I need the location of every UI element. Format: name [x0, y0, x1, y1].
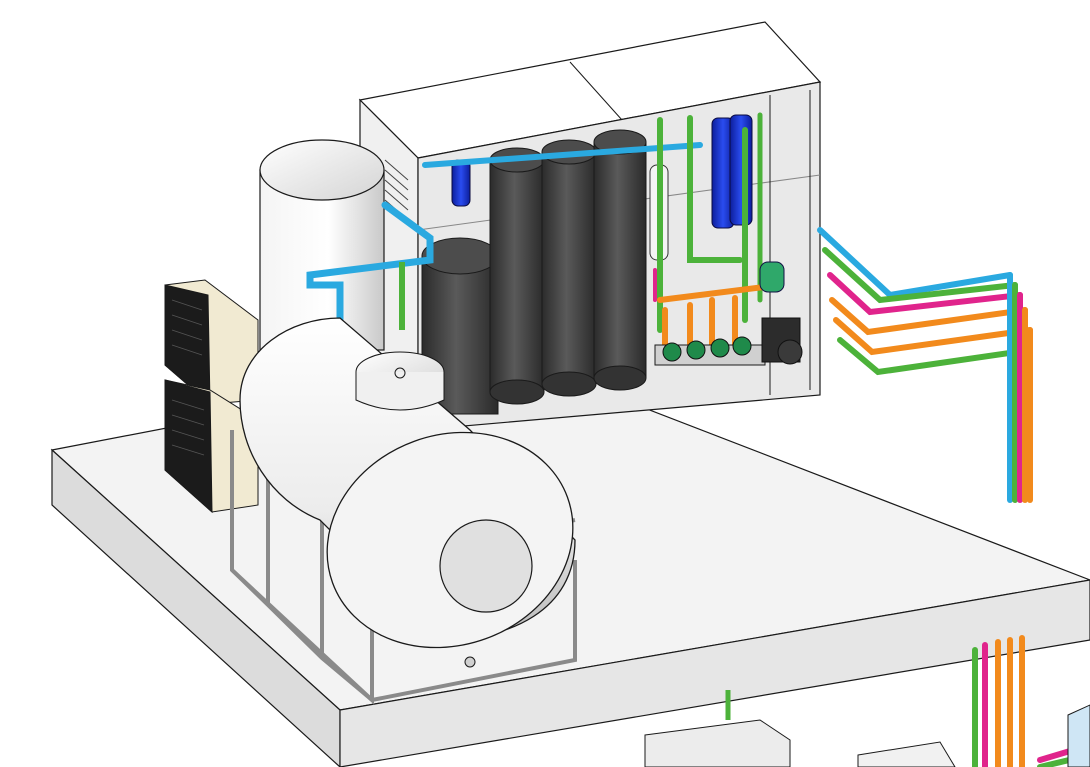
fan-grille-icon [171, 399, 205, 456]
fan-grille-icon [171, 299, 203, 356]
feed-pipe [306, 201, 434, 329]
horizontal-water-tank [239, 317, 576, 668]
booster-pump [761, 317, 803, 365]
circulation-pumps [654, 261, 803, 366]
lower-floor-equipment [644, 690, 1090, 767]
condensing-unit-lower [164, 379, 259, 514]
pump-icon [662, 336, 752, 362]
vessel-3 [593, 129, 647, 391]
outdoor-condensing-units [164, 279, 259, 514]
vessel-short [421, 237, 499, 415]
drain-valve-icon [464, 656, 476, 668]
condensing-unit-upper [164, 279, 259, 406]
pressure-vessel [759, 261, 785, 293]
vertical-hot-water-tank [259, 139, 385, 351]
riser-pipes [817, 227, 1090, 767]
vessel-2 [541, 139, 597, 397]
vessel-1 [489, 147, 545, 405]
dark-filter-vessels [421, 129, 647, 415]
